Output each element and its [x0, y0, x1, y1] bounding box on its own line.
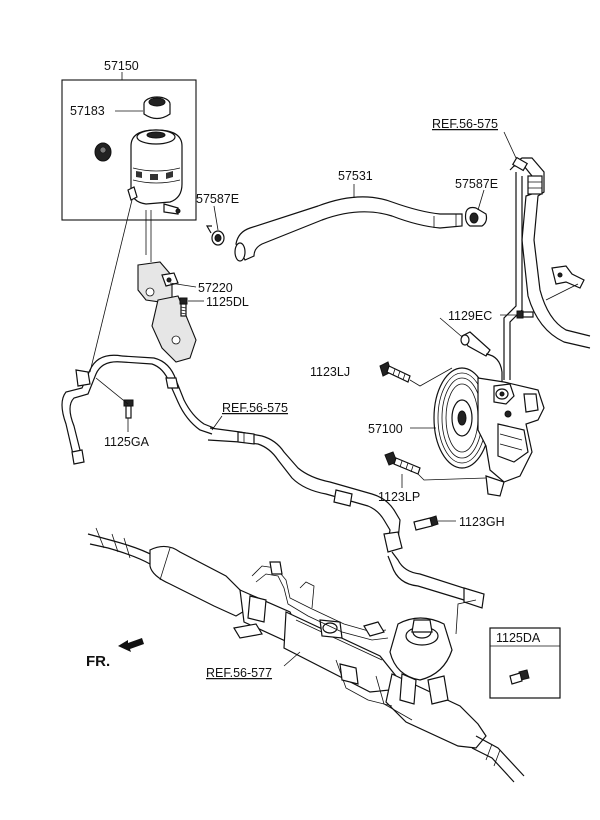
reservoir-cap [143, 96, 171, 120]
fr-arrow-icon [118, 638, 144, 652]
pressure-line-middle [207, 427, 485, 609]
bolt-1125dl [179, 297, 188, 317]
fr-label: FR. [86, 653, 110, 670]
bolt-1129ec [516, 310, 534, 319]
inset-box-1125da: 1125DA [489, 627, 561, 699]
reservoir-body [127, 129, 183, 215]
bolt-1123gh [413, 515, 439, 531]
label-1129ec: 1129EC [448, 309, 492, 323]
label-57100: 57100 [368, 422, 403, 436]
reservoir-assembly-box [61, 79, 197, 221]
power-steering-pump [433, 367, 545, 497]
steering-gear-rack [87, 527, 525, 783]
label-57531: 57531 [338, 169, 373, 183]
label-1123gh: 1123GH [459, 515, 505, 529]
label-1125dl: 1125DL [206, 295, 249, 309]
hose-clip-left [205, 225, 225, 246]
pump-inlet-fitting [460, 331, 503, 384]
hose-clip-right [464, 206, 488, 227]
pressure-line-right [503, 156, 591, 380]
label-1125ga: 1125GA [104, 435, 150, 449]
ref-56-575-top: REF.56-575 [432, 117, 498, 131]
hose-bracket-right [545, 265, 585, 301]
label-57587e-left: 57587E [196, 192, 239, 206]
label-57220: 57220 [198, 281, 233, 295]
label-1125da: 1125DA [496, 631, 541, 645]
ref-56-577-bottom: REF.56-577 [206, 666, 272, 680]
reservoir-assembly-group: 57150 57183 [61, 59, 197, 221]
suction-hose [234, 196, 463, 262]
bolt-1125ga [123, 399, 134, 419]
label-1123lj: 1123LJ [310, 365, 350, 379]
bolt-1125da-icon [509, 669, 530, 685]
return-line-left [61, 199, 215, 465]
reservoir-grommet [94, 142, 112, 162]
front-direction-indicator: FR. [86, 638, 144, 670]
bolt-1123lj [379, 361, 411, 383]
label-57587e-right: 57587E [455, 177, 498, 191]
label-57183: 57183 [70, 104, 105, 118]
label-57150: 57150 [104, 59, 139, 73]
reservoir-bracket [137, 210, 197, 363]
ref-56-575-middle: REF.56-575 [222, 401, 288, 415]
label-1123lp: 1123LP [378, 490, 420, 504]
bolt-1123lp [384, 451, 421, 475]
